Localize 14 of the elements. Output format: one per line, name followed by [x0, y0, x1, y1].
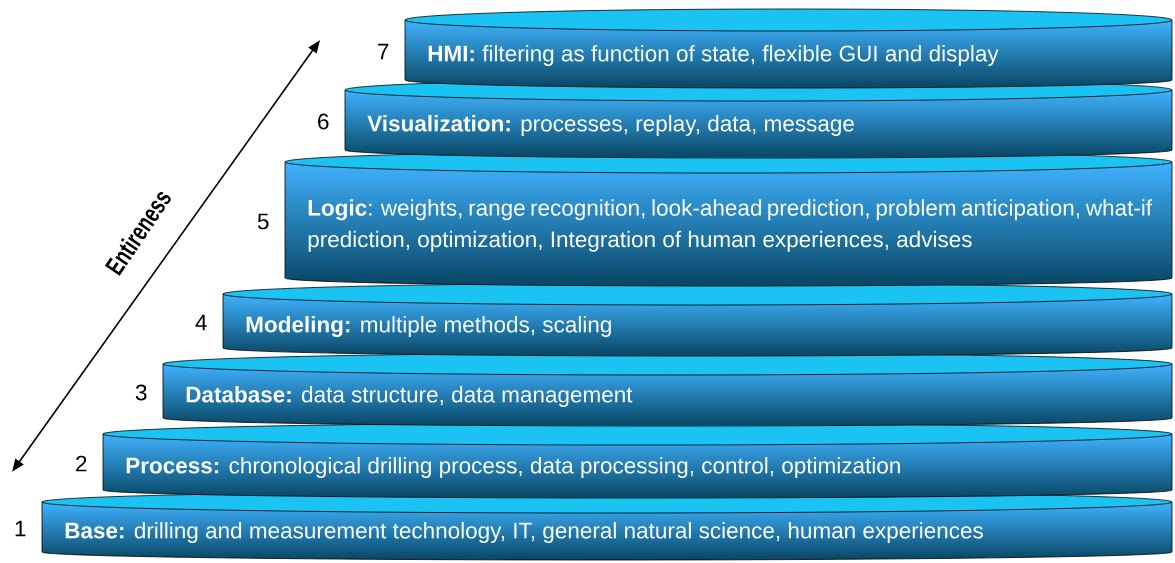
- layer-disk: Database: data structure, data management: [162, 352, 1173, 427]
- layer-number: 5: [257, 213, 269, 230]
- layer-number: 3: [135, 384, 147, 401]
- layer-number: 7: [378, 43, 389, 60]
- layer-number: 2: [76, 455, 87, 472]
- layer-number: 6: [318, 113, 329, 130]
- layer-disk: Logic: weights, range recognition, look-ahead prediction, problem anticipation, what-if prediction, optimization, Integration of human experiences, advises: [284, 150, 1173, 287]
- layer-number: 4: [195, 314, 207, 331]
- layer-disk: HMI: filtering as function of state, flexible GUI and display: [404, 8, 1173, 89]
- layer-disk: Modeling: multiple methods, scaling: [222, 282, 1173, 357]
- layer-disk: Base: drilling and measurement technology, IT, general natural science, human experiences: [41, 490, 1173, 561]
- layer-disk: Visualization: processes, replay, data, message: [344, 78, 1173, 159]
- layer-disk: Process: chronological drilling process, data processing, control, optimization: [102, 422, 1173, 499]
- layer-number: 1: [15, 520, 26, 537]
